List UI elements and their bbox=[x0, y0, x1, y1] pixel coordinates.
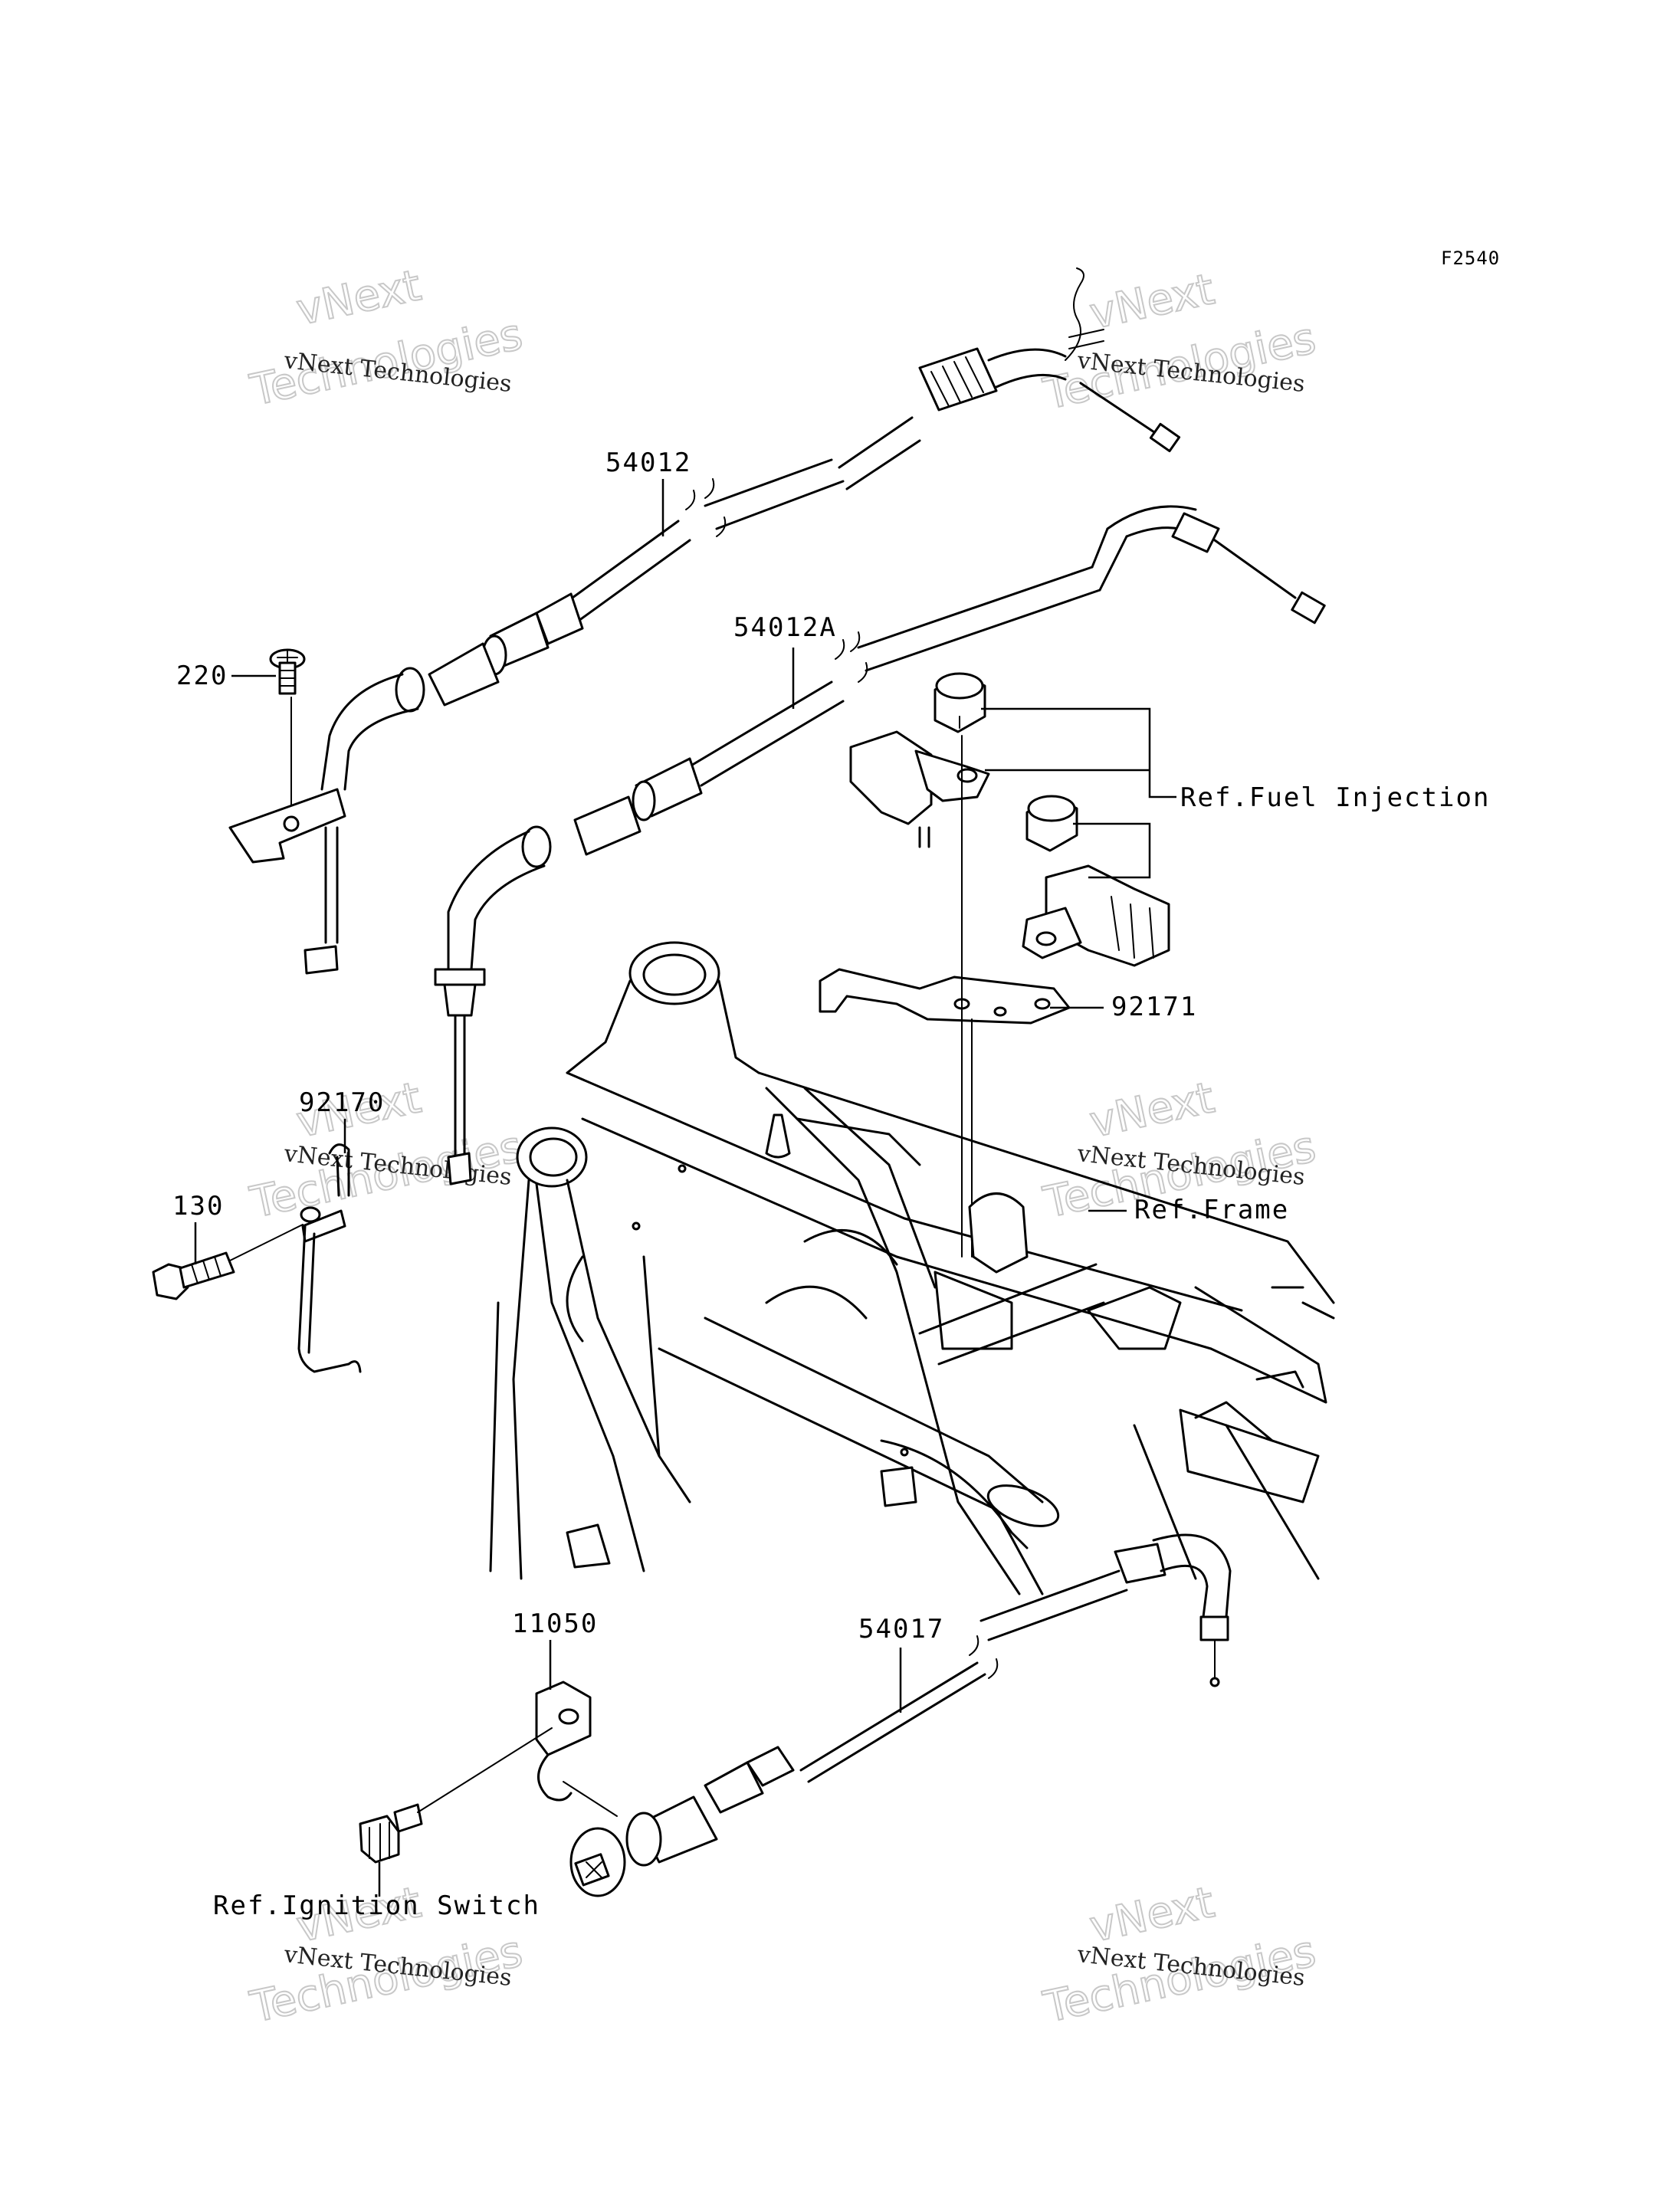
callout-ref-frame: Ref.Frame bbox=[1134, 1195, 1289, 1225]
mount-line bbox=[417, 1727, 553, 1813]
leader-ref-fuel-injection bbox=[981, 707, 1176, 879]
bolt-130 bbox=[152, 1251, 235, 1300]
callout-11050: 11050 bbox=[512, 1608, 598, 1639]
choke-cable-54017 bbox=[569, 1533, 1232, 1897]
callout-54017: 54017 bbox=[858, 1614, 944, 1644]
callout-ref-fuel-injection: Ref.Fuel Injection bbox=[1180, 782, 1490, 813]
ignition-switch-nut bbox=[359, 1803, 423, 1864]
callout-ref-ignition-switch: Ref.Ignition Switch bbox=[213, 1890, 540, 1921]
mount-line bbox=[229, 1224, 304, 1261]
bracket-92170 bbox=[297, 1143, 362, 1373]
fuel-injection-sensor-2 bbox=[1022, 795, 1170, 967]
figure-code: F2540 bbox=[1441, 248, 1500, 269]
callout-54012: 54012 bbox=[605, 448, 691, 478]
watermark-company: vNext bbox=[1085, 264, 1219, 339]
bolt-220 bbox=[269, 648, 306, 805]
callout-130: 130 bbox=[172, 1191, 224, 1221]
callout-54012A: 54012A bbox=[733, 612, 837, 643]
fuel-injection-sensor-1 bbox=[849, 672, 990, 848]
watermark-company: vNext bbox=[1085, 1073, 1219, 1148]
callout-92171: 92171 bbox=[1111, 992, 1197, 1022]
throttle-cable-54012 bbox=[228, 267, 1181, 975]
watermark-company: vNext bbox=[1085, 1877, 1219, 1953]
bracket-11050 bbox=[535, 1681, 618, 1817]
throttle-cable-54012A bbox=[434, 505, 1326, 1185]
watermark-6: vNext Technologies bbox=[1039, 1877, 1321, 2033]
watermark-3: vNext Technologies bbox=[245, 1072, 527, 1228]
callout-220: 220 bbox=[176, 661, 228, 691]
callout-92170: 92170 bbox=[299, 1087, 385, 1118]
bracket-92171 bbox=[819, 968, 1071, 1025]
watermark-company: vNext bbox=[292, 261, 425, 336]
frame bbox=[489, 941, 1335, 1595]
